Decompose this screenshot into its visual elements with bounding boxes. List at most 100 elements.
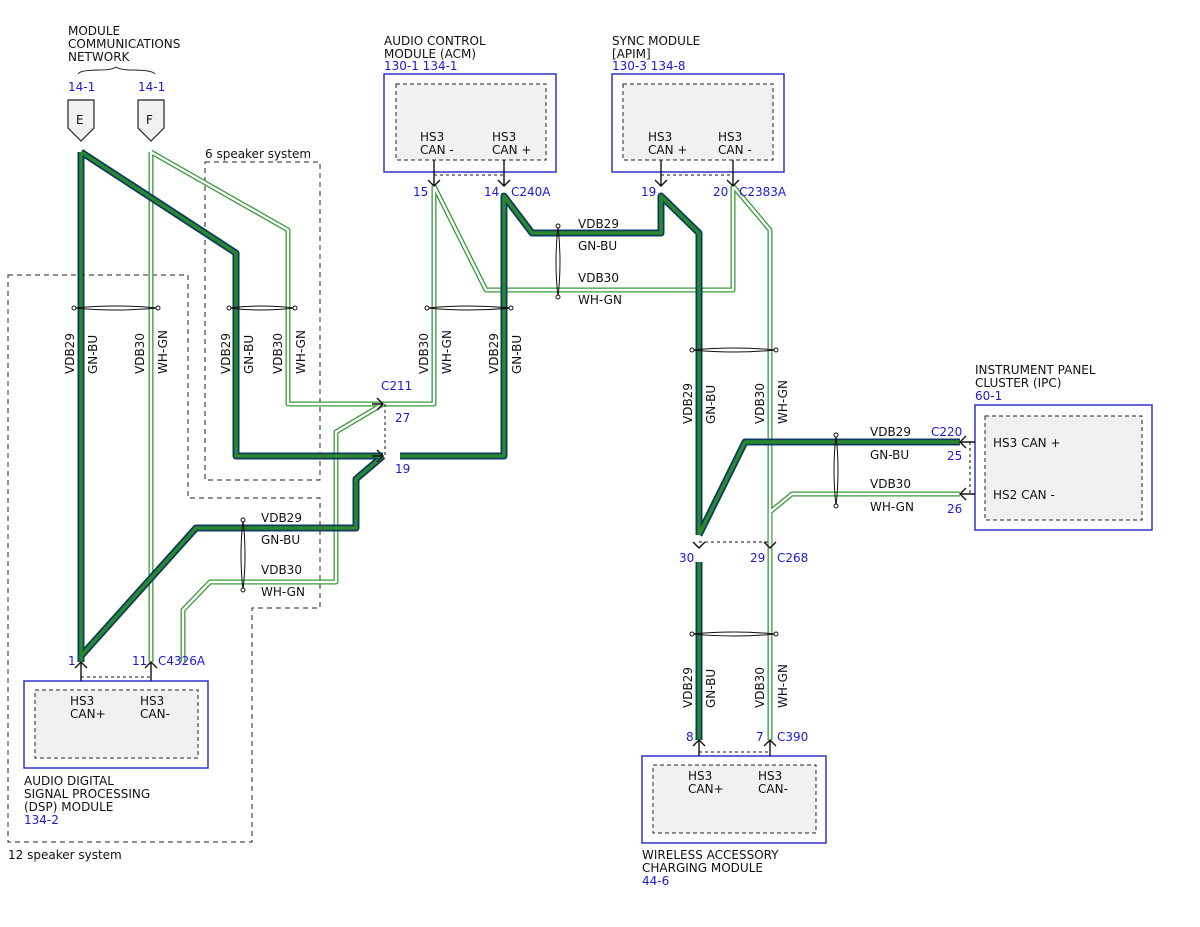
svg-text:CAN-: CAN- [140,707,170,721]
svg-text:CAN-: CAN- [758,782,788,796]
svg-text:SIGNAL PROCESSING: SIGNAL PROCESSING [24,787,150,801]
svg-text:VDB29: VDB29 [681,383,695,424]
svg-text:VDB30: VDB30 [133,333,147,374]
svg-text:INSTRUMENT PANEL: INSTRUMENT PANEL [975,363,1096,377]
svg-text:CLUSTER (IPC): CLUSTER (IPC) [975,376,1061,390]
twist-marker [833,432,839,509]
connector-f-icon: F [137,99,165,142]
svg-text:19: 19 [641,185,656,199]
svg-text:HS3: HS3 [688,769,712,783]
twist-marker [555,223,561,300]
svg-text:C4326A: C4326A [158,654,206,668]
svg-text:GN-BU: GN-BU [86,335,100,374]
circuit-labels-horizontal: VDB29 GN-BU VDB30 WH-GN VDB29 GN-BU VDB3… [261,217,914,599]
svg-text:[APIM]: [APIM] [612,47,651,61]
svg-text:19: 19 [395,462,410,476]
connector-e-icon: E [67,99,95,142]
svg-text:VDB29: VDB29 [870,425,911,439]
svg-text:HS3: HS3 [718,130,742,144]
svg-text:VDB29: VDB29 [578,217,619,231]
twist-marker [689,631,779,637]
twist-marker [689,347,779,353]
svg-text:WH-GN: WH-GN [440,330,454,374]
svg-text:11: 11 [132,654,147,668]
svg-text:SYNC MODULE: SYNC MODULE [612,34,700,48]
svg-text:GN-BU: GN-BU [704,669,718,708]
twist-marker [71,305,161,311]
svg-text:WH-GN: WH-GN [261,585,305,599]
svg-text:14: 14 [484,185,499,199]
svg-text:GN-BU: GN-BU [870,448,909,462]
svg-text:AUDIO DIGITAL: AUDIO DIGITAL [24,774,114,788]
svg-text:CAN +: CAN + [648,143,687,157]
six-speaker-boundary [204,161,321,481]
dsp-module: HS3 CAN+ HS3 CAN- AUDIO DIGITAL SIGNAL P… [23,680,209,827]
svg-text:1: 1 [68,654,76,668]
twelve-speaker-boundary [7,274,321,843]
svg-text:30: 30 [679,551,694,565]
svg-text:7: 7 [756,730,764,744]
svg-text:WIRELESS ACCESSORY: WIRELESS ACCESSORY [642,848,779,862]
svg-text:GN-BU: GN-BU [242,335,256,374]
svg-text:VDB29: VDB29 [63,333,77,374]
svg-text:CAN -: CAN - [718,143,752,157]
svg-text:GN-BU: GN-BU [704,385,718,424]
svg-text:CAN +: CAN + [492,143,531,157]
svg-text:CAN+: CAN+ [70,707,106,721]
svg-text:C240A: C240A [511,185,551,199]
svg-text:HS2 CAN -: HS2 CAN - [993,488,1055,502]
svg-text:HS3: HS3 [492,130,516,144]
svg-text:VDB30: VDB30 [870,477,911,491]
svg-text:COMMUNICATIONS: COMMUNICATIONS [68,37,180,51]
svg-text:VDB30: VDB30 [578,271,619,285]
svg-text:15: 15 [413,185,428,199]
acm-module: AUDIO CONTROL MODULE (ACM) 130-1 134-1 H… [383,34,557,173]
svg-text:F: F [146,113,153,127]
svg-text:VDB30: VDB30 [753,667,767,708]
twist-marker [240,517,246,593]
network-title: MODULE COMMUNICATIONS NETWORK [68,24,180,64]
svg-text:CAN+: CAN+ [688,782,724,796]
can-high-wires [77,149,960,740]
connector-f-ref: 14-1 [138,80,165,94]
svg-text:(DSP) MODULE: (DSP) MODULE [24,800,113,814]
svg-text:VDB30: VDB30 [753,383,767,424]
svg-text:VDB29: VDB29 [487,333,501,374]
svg-text:C220: C220 [931,425,962,439]
svg-text:WH-GN: WH-GN [776,380,790,424]
svg-text:VDB29: VDB29 [681,667,695,708]
connector-e-ref: 14-1 [68,80,95,94]
network-brace [77,66,156,75]
svg-text:HS3: HS3 [758,769,782,783]
twist-markers [71,223,839,637]
svg-text:VDB30: VDB30 [271,333,285,374]
twist-marker [424,305,514,311]
svg-text:25: 25 [947,449,962,463]
svg-text:MODULE (ACM): MODULE (ACM) [384,47,476,61]
svg-text:HS3 CAN +: HS3 CAN + [993,436,1061,450]
ipc-module: INSTRUMENT PANEL CLUSTER (IPC) 60-1 HS3 … [974,363,1153,531]
svg-text:8: 8 [686,730,694,744]
svg-text:C390: C390 [777,730,808,744]
svg-text:VDB29: VDB29 [219,333,233,374]
svg-text:27: 27 [395,411,410,425]
svg-text:CHARGING MODULE: CHARGING MODULE [642,861,763,875]
svg-text:CAN -: CAN - [420,143,454,157]
svg-text:44-6: 44-6 [642,874,669,888]
svg-text:GN-BU: GN-BU [578,239,617,253]
svg-text:HS3: HS3 [70,694,94,708]
svg-text:HS3: HS3 [420,130,444,144]
can-low-wires [148,149,960,740]
svg-text:29: 29 [750,551,765,565]
svg-text:MODULE: MODULE [68,24,120,38]
svg-text:WH-GN: WH-GN [870,500,914,514]
svg-text:VDB30: VDB30 [417,333,431,374]
svg-text:NETWORK: NETWORK [68,50,131,64]
svg-text:WH-GN: WH-GN [294,330,308,374]
svg-text:130-1 134-1: 130-1 134-1 [384,59,458,73]
pin-labels: 15 14 C240A 19 20 C2383A C220 25 26 C211… [68,185,962,744]
circuit-labels-vertical: VDB29 GN-BU VDB30 WH-GN VDB29 GN-BU VDB3… [63,330,790,708]
svg-text:HS3: HS3 [140,694,164,708]
